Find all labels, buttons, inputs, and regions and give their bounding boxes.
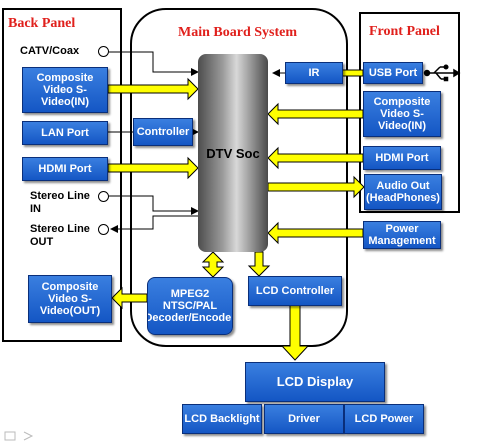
main-board-title: Main Board System xyxy=(178,25,297,40)
lcd-backlight-box: LCD Backlight xyxy=(182,404,262,434)
arrow-composite-out xyxy=(111,286,148,310)
arrow-catv xyxy=(109,51,199,76)
stereo-in-port-icon xyxy=(98,191,109,202)
front-panel-title: Front Panel xyxy=(369,24,440,39)
back-composite-in-box: Composite Video S-Video(IN) xyxy=(22,67,108,113)
lcd-power-box: LCD Power xyxy=(344,404,424,434)
stereo-out-label: Stereo Line OUT xyxy=(30,223,90,248)
stereo-in-label: Stereo Line IN xyxy=(30,190,90,215)
power-management-box: Power Management xyxy=(363,221,441,249)
controller-box: Controller xyxy=(133,118,193,146)
lan-port-box: LAN Port xyxy=(22,121,108,145)
arrow-audio-out xyxy=(267,175,365,199)
arrow-stereo-in xyxy=(109,195,199,215)
dtv-soc-chip: DTV Soc xyxy=(198,54,268,252)
arrow-composite-in xyxy=(107,77,199,101)
arrow-stereo-out xyxy=(110,215,198,233)
lcd-display-box: LCD Display xyxy=(245,362,385,402)
mpeg-codec-box: MPEG2 NTSC/PAL Decoder/Encoder xyxy=(147,277,233,335)
usb-icon xyxy=(423,64,461,82)
catv-port-icon xyxy=(98,46,109,57)
back-composite-out-box: Composite Video S-Video(OUT) xyxy=(28,275,112,323)
arrow-power xyxy=(267,221,364,245)
corner-controls-icon xyxy=(4,431,34,441)
arrow-lcd-display xyxy=(280,303,310,361)
catv-label: CATV/Coax xyxy=(20,45,80,57)
front-hdmi-port-box: HDMI Port xyxy=(363,146,441,170)
arrow-hdmi-back xyxy=(107,156,199,180)
back-panel-title: Back Panel xyxy=(8,16,76,31)
lcd-controller-box: LCD Controller xyxy=(248,276,342,306)
front-composite-in-box: Composite Video S-Video(IN) xyxy=(363,91,441,137)
arrow-front-composite xyxy=(267,102,364,126)
driver-box: Driver xyxy=(264,404,344,434)
usb-port-box: USB Port xyxy=(363,62,423,84)
back-hdmi-port-box: HDMI Port xyxy=(22,157,108,181)
arrow-front-hdmi xyxy=(267,146,364,170)
arrow-soc-mpeg xyxy=(201,251,225,278)
audio-out-box: Audio Out (HeadPhones) xyxy=(364,174,442,210)
arrow-soc-lcdctrl xyxy=(247,251,271,277)
dtv-soc-label: DTV Soc xyxy=(206,145,260,161)
ir-box: IR xyxy=(285,62,343,84)
stereo-out-port-icon xyxy=(98,224,109,235)
